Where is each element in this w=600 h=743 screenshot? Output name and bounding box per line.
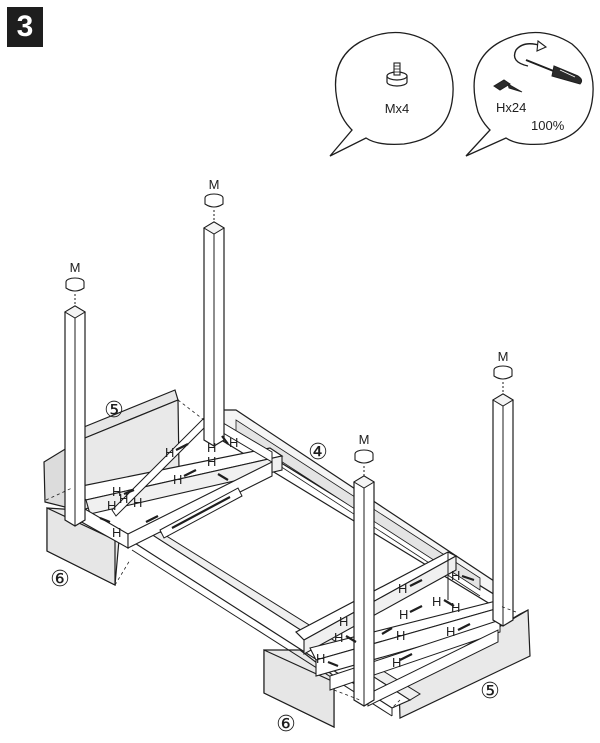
screw-percent-label: 100% (531, 118, 565, 133)
screw-marker-label: H (399, 607, 408, 622)
screw-icon (99, 435, 475, 668)
adjustable-foot-icon (204, 193, 224, 222)
screw-marker-label: H (392, 655, 401, 670)
screw-marker-label: H (173, 472, 182, 487)
screw-icon (493, 79, 523, 93)
screw-marker-label: H (451, 568, 460, 583)
foot-count-label: Mx4 (385, 101, 410, 116)
screw-marker-label: H (207, 454, 216, 469)
screwdriver-icon (525, 59, 583, 85)
screw-marker-label: H (334, 630, 343, 645)
foot-marker-label: M (70, 260, 81, 275)
screw-marker-label: H (119, 491, 128, 506)
screw-callout-bubble: Hx24 100% (465, 31, 594, 157)
step-number-badge: 3 (7, 7, 43, 47)
adjustable-foot-icon (354, 449, 374, 476)
screw-marker-label: H (446, 624, 455, 639)
screw-marker-label: H (112, 484, 121, 499)
screw-marker-label: H (396, 628, 405, 643)
screw-marker-label: H (451, 600, 460, 615)
screw-count-label: Hx24 (496, 100, 526, 115)
adjustable-foot-icon (493, 365, 513, 394)
foot-marker-label: M (359, 432, 370, 447)
assembly-guide-lines (45, 399, 517, 709)
screw-marker-label: H (165, 445, 174, 460)
screw-marker-label: H (229, 435, 238, 450)
screw-marker-label: H (398, 581, 407, 596)
part-number-back-panel: ⑤ (480, 678, 500, 703)
leg-front-right (353, 475, 375, 707)
leg-back-left (64, 305, 86, 527)
adjustable-foot-icon (386, 62, 408, 87)
screw-marker-label: H (316, 651, 325, 666)
left-end-frame (70, 413, 284, 549)
part-number-front-panel: ⑥ (276, 711, 296, 736)
part-number-back-panel: ⑤ (104, 397, 124, 422)
part-number-front-panel: ⑥ (50, 566, 70, 591)
screw-marker-label: H (112, 525, 121, 540)
foot-callout-bubble: Mx4 (329, 31, 454, 157)
screw-markers: H H H H H H H H H H H H H H H H H H H H … (107, 435, 460, 670)
screw-marker-label: H (133, 495, 142, 510)
clockwise-arrow-icon (513, 39, 548, 67)
adjustable-foot-icon (65, 277, 85, 306)
part-number-side-rail: ④ (308, 439, 328, 464)
screw-marker-label: H (107, 498, 116, 513)
drawer-slide-left (159, 487, 243, 539)
foot-marker-label: M (498, 349, 509, 364)
leg-back-right (492, 393, 514, 627)
screw-marker-label: H (207, 440, 216, 455)
leg-back-middle (203, 221, 225, 447)
screw-marker-label: H (339, 614, 348, 629)
foot-marker-label: M (209, 177, 220, 192)
screw-marker-label: H (432, 594, 441, 609)
